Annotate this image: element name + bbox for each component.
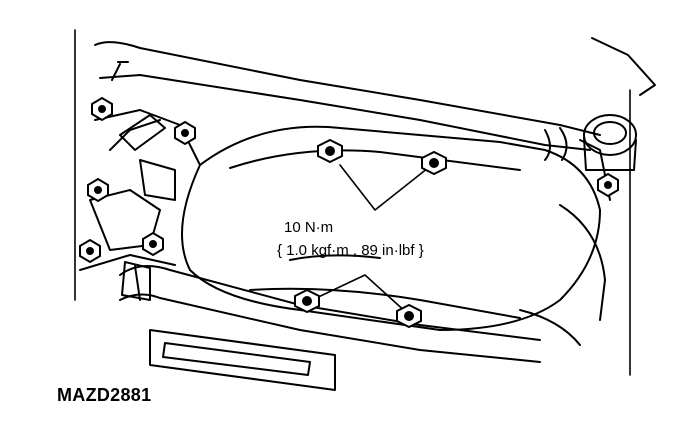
bolt-upper-right <box>421 150 447 176</box>
bolt-misc <box>79 96 619 264</box>
oil-filler-cap <box>583 37 656 171</box>
bolt-lower-right <box>396 303 422 329</box>
figure-id: MAZD2881 <box>57 385 152 405</box>
torque-value: 10 N·m <box>284 219 334 236</box>
heat-shield <box>181 125 601 331</box>
leader-lines <box>311 164 429 315</box>
bolt-lower-left <box>294 288 320 314</box>
lower-hose <box>119 261 541 363</box>
left-block <box>79 109 201 271</box>
torque-alt-units: { 1.0 kgf·m , 89 in·lbf } <box>277 242 424 259</box>
right-lower-details <box>519 204 606 346</box>
bolt-upper-left <box>317 138 343 164</box>
lower-panel <box>149 329 336 391</box>
